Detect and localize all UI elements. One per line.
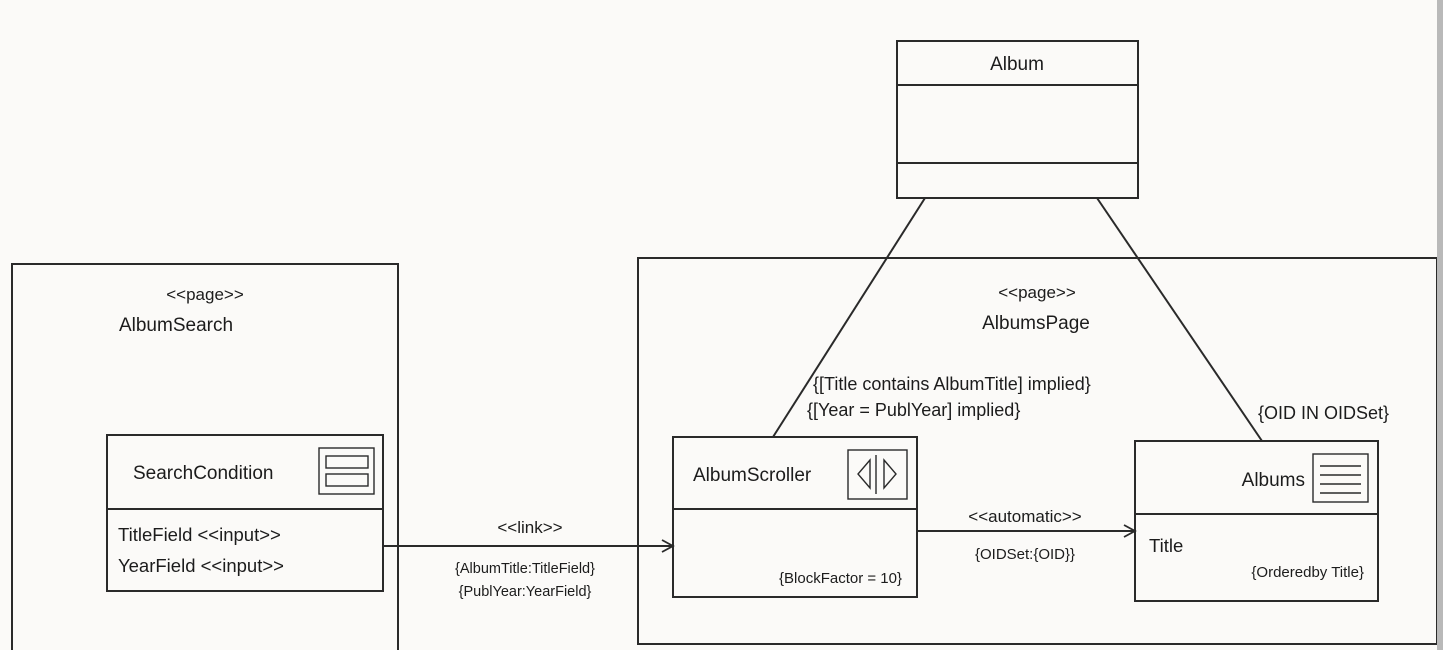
- albums-title-attribute: Title: [1149, 535, 1183, 556]
- title-field: TitleField <<input>>: [118, 524, 281, 545]
- scroller-arrows-icon: [847, 449, 908, 500]
- album-search-page: <<page>> AlbumSearch: [11, 263, 399, 650]
- automatic-label: <<automatic>>: [968, 507, 1081, 526]
- albums-page-stereotype: <<page>>: [998, 283, 1076, 302]
- scroller-condition-year: {[Year = PublYear] implied}: [807, 400, 1020, 420]
- index-list-icon: [1312, 453, 1369, 503]
- ordered-by: {Orderedby Title}: [1251, 564, 1364, 581]
- link-param-year: {PublYear:YearField}: [459, 584, 592, 600]
- year-field: YearField <<input>>: [118, 555, 284, 576]
- scroller-condition-title: {[Title contains AlbumTitle] implied}: [813, 374, 1091, 394]
- albums-index-unit: Albums Title {Orderedby Title}: [1134, 440, 1379, 602]
- automatic-param: {OIDSet:{OID}}: [975, 546, 1075, 563]
- block-factor: {BlockFactor = 10}: [779, 570, 902, 587]
- search-condition-name: SearchCondition: [133, 463, 273, 484]
- album-scroller-name: AlbumScroller: [693, 465, 812, 486]
- album-search-title: AlbumSearch: [119, 315, 233, 336]
- link-label: <<link>>: [497, 518, 562, 537]
- album-to-albums-line: [1096, 197, 1263, 442]
- albums-page-title: AlbumsPage: [982, 313, 1090, 334]
- entry-form-icon: [318, 447, 375, 495]
- albums-unit-name: Albums: [1242, 470, 1305, 491]
- album-to-scroller-line: [772, 197, 926, 438]
- link-param-title: {AlbumTitle:TitleField}: [455, 561, 595, 577]
- album-scroller-unit: AlbumScroller {BlockFactor = 10}: [672, 436, 918, 598]
- search-condition-unit: SearchCondition TitleField <<input>> Yea…: [106, 434, 384, 592]
- albums-oid-condition: {OID IN OIDSet}: [1258, 403, 1389, 423]
- page-edge-shadow: [1437, 0, 1443, 650]
- albums-page: <<page>> AlbumsPage: [637, 257, 1438, 645]
- album-class-name: Album: [990, 54, 1044, 75]
- album-class: Album: [896, 40, 1139, 199]
- album-search-stereotype: <<page>>: [166, 285, 244, 304]
